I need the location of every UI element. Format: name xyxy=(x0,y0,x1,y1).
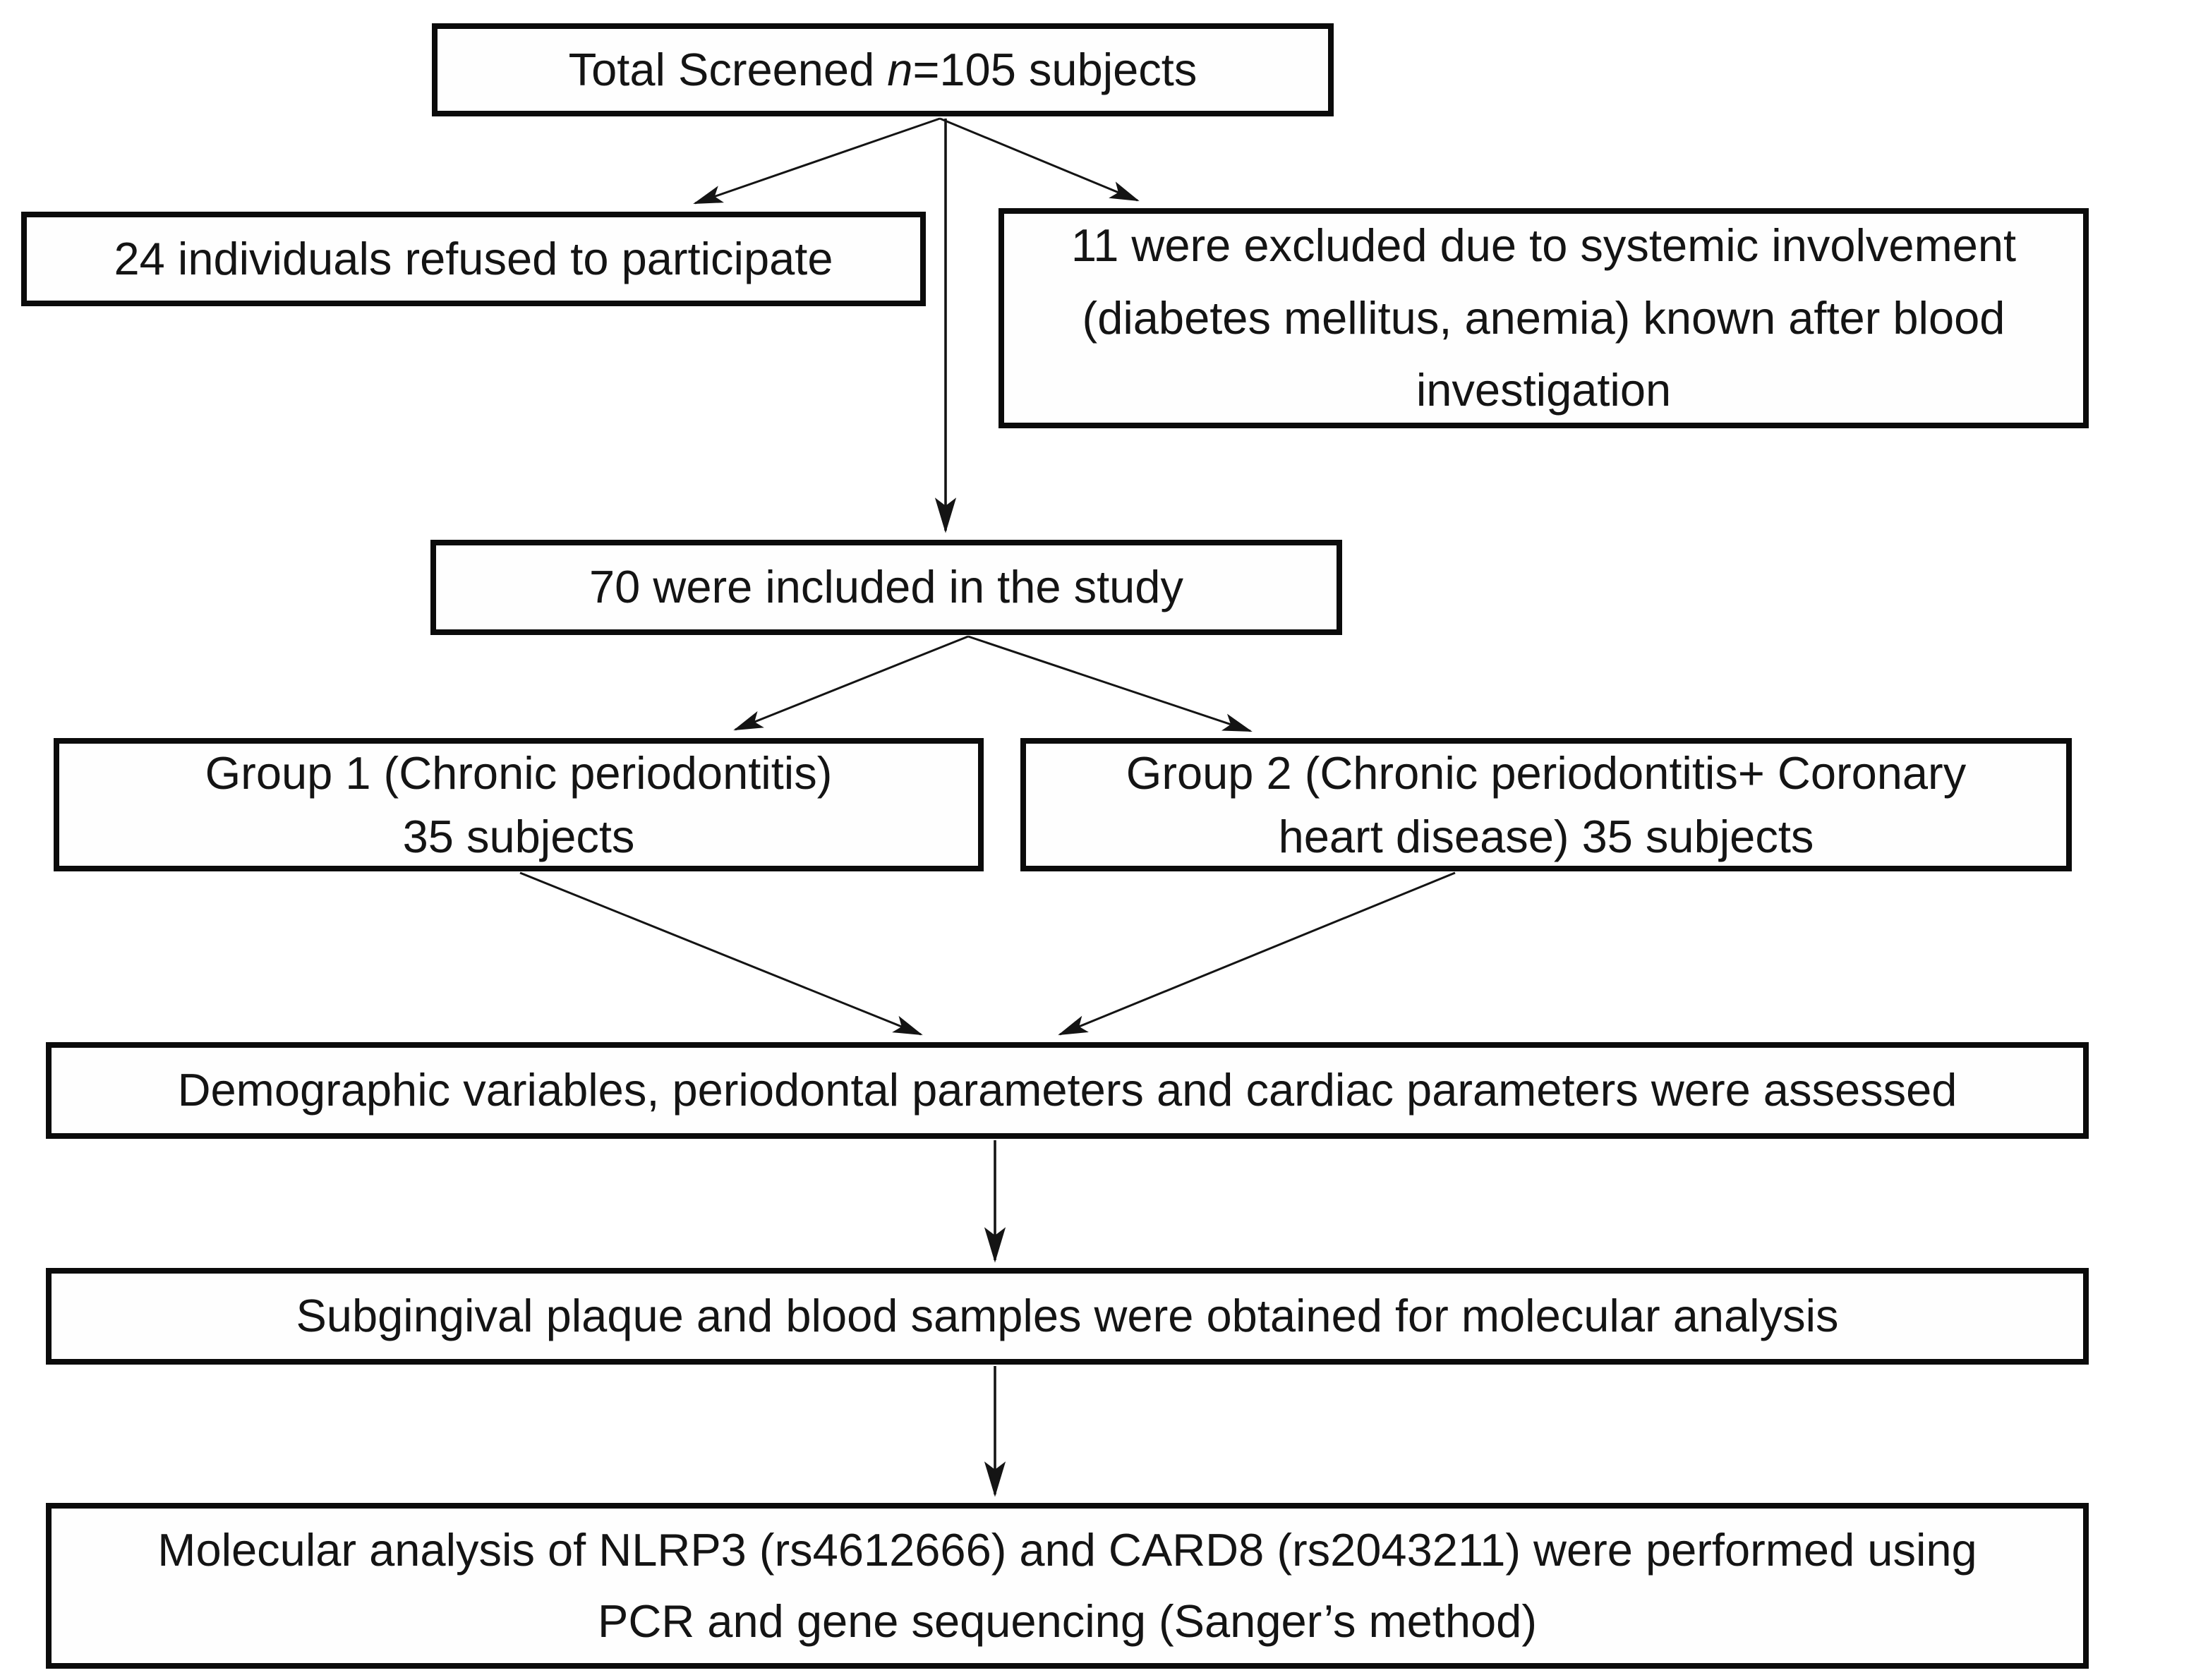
node-samples-line: Subgingival plaque and blood samples wer… xyxy=(296,1290,1839,1342)
node-group1-line: Group 1 (Chronic periodontitis) xyxy=(205,747,833,799)
total-screened-prefix: Total Screened xyxy=(568,43,888,95)
node-refused-line: 24 individuals refused to participate xyxy=(114,232,833,284)
node-assessed: Demographic variables, periodontal param… xyxy=(46,1042,2089,1139)
node-samples: Subgingival plaque and blood samples wer… xyxy=(46,1268,2089,1365)
node-assessed-line: Demographic variables, periodontal param… xyxy=(177,1064,1957,1116)
node-included-line: 70 were included in the study xyxy=(589,561,1183,613)
arrow-group2-to-assessed xyxy=(1058,871,1456,1036)
node-included: 70 were included in the study xyxy=(430,540,1342,635)
node-molecular: Molecular analysis of NLRP3 (rs4612666) … xyxy=(46,1503,2089,1669)
node-group2: Group 2 (Chronic periodontitis+ Coronary… xyxy=(1020,738,2072,871)
arrow-screened-to-excluded xyxy=(939,117,1140,202)
arrow-screened-to-refused xyxy=(693,117,941,205)
node-excluded-line: 11 were excluded due to systemic involve… xyxy=(1070,219,2017,271)
node-group1: Group 1 (Chronic periodontitis) 35 subje… xyxy=(54,738,984,871)
total-screened-n-variable: n xyxy=(887,43,913,95)
node-group1-line: 35 subjects xyxy=(402,810,635,862)
node-molecular-line: PCR and gene sequencing (Sanger’s method… xyxy=(598,1595,1537,1647)
node-molecular-line: Molecular analysis of NLRP3 (rs4612666) … xyxy=(157,1523,1977,1576)
node-total-screened: Total Screened n=105 subjects xyxy=(432,23,1334,116)
arrow-group1-to-assessed xyxy=(519,871,923,1036)
arrow-included-to-group1 xyxy=(733,635,969,731)
node-excluded-line: investigation xyxy=(1416,364,1672,416)
node-total-screened-text: Total Screened n=105 subjects xyxy=(569,37,1197,103)
total-screened-suffix: =105 subjects xyxy=(912,43,1197,95)
arrow-included-to-group2 xyxy=(967,635,1253,732)
node-excluded: 11 were excluded due to systemic involve… xyxy=(999,208,2089,428)
node-excluded-line: (diabetes mellitus, anemia) known after … xyxy=(1082,291,2005,344)
node-refused: 24 individuals refused to participate xyxy=(21,212,926,306)
node-group2-line: heart disease) 35 subjects xyxy=(1278,810,1814,862)
node-group2-line: Group 2 (Chronic periodontitis+ Coronary xyxy=(1126,747,1967,799)
